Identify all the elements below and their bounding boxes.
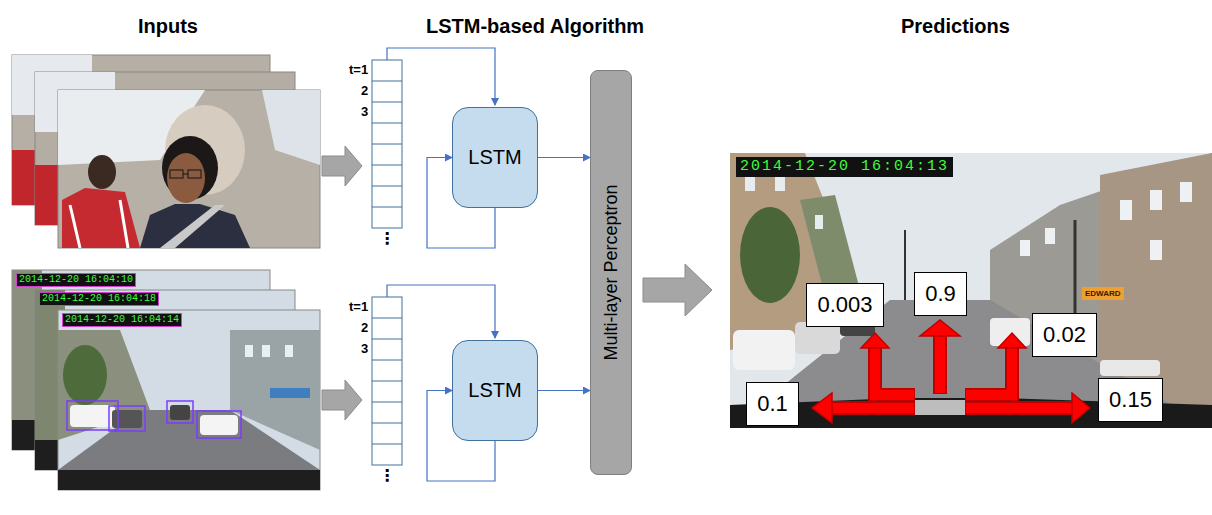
timestamp: 2014-12-20 16:04:10 — [16, 273, 136, 287]
mlp-box: Multi-layer Perceptron — [590, 70, 632, 475]
lstm-box: LSTM — [452, 107, 538, 208]
node-text: LSTM — [468, 146, 521, 169]
direction-arrows — [812, 320, 1090, 423]
node-text: Multi-layer Perceptron — [601, 184, 622, 360]
node-text: LSTM — [468, 379, 521, 402]
feed-line — [387, 48, 495, 105]
timestamp: 2014-12-20 16:04:13 — [736, 157, 953, 177]
timestamp: 2014-12-20 16:04:14 — [62, 313, 182, 327]
connector — [538, 390, 590, 391]
block-arrow — [322, 146, 362, 186]
section-title: Inputs — [138, 14, 198, 38]
block-arrow — [322, 380, 362, 420]
probability-box: 0.02 — [1032, 313, 1097, 357]
probability-box: 0.15 — [1098, 378, 1163, 422]
block-arrow — [643, 264, 712, 316]
road-frames — [12, 270, 320, 490]
connector — [538, 157, 590, 158]
ellipsis: ⋮ — [379, 467, 395, 485]
prediction-photo — [730, 153, 1212, 428]
time-step: 2 — [361, 320, 368, 336]
sequence-column — [372, 60, 402, 465]
section-title: Predictions — [901, 14, 1010, 38]
probability-box: 0.9 — [914, 272, 967, 316]
section-title: LSTM-based Algorithm — [426, 14, 644, 38]
node-text: 0.02 — [1043, 322, 1086, 348]
feed-line — [387, 285, 495, 338]
probability-box: 0.1 — [746, 382, 799, 426]
driver-frames — [12, 55, 320, 248]
lstm-box: LSTM — [452, 340, 538, 441]
timestamp: 2014-12-20 16:04:18 — [39, 292, 159, 306]
node-text: 0.1 — [757, 391, 788, 417]
shop-sign: EDWARD — [1082, 287, 1124, 300]
time-step: 2 — [361, 83, 368, 99]
time-step: 3 — [361, 104, 368, 120]
node-text: 0.9 — [925, 281, 956, 307]
time-step: 3 — [361, 341, 368, 357]
time-step: t=1 — [349, 62, 368, 78]
ellipsis: ⋮ — [379, 230, 395, 248]
time-step: t=1 — [349, 299, 368, 315]
node-text: 0.003 — [817, 292, 872, 318]
node-text: 0.15 — [1109, 387, 1152, 413]
probability-box: 0.003 — [806, 283, 884, 327]
